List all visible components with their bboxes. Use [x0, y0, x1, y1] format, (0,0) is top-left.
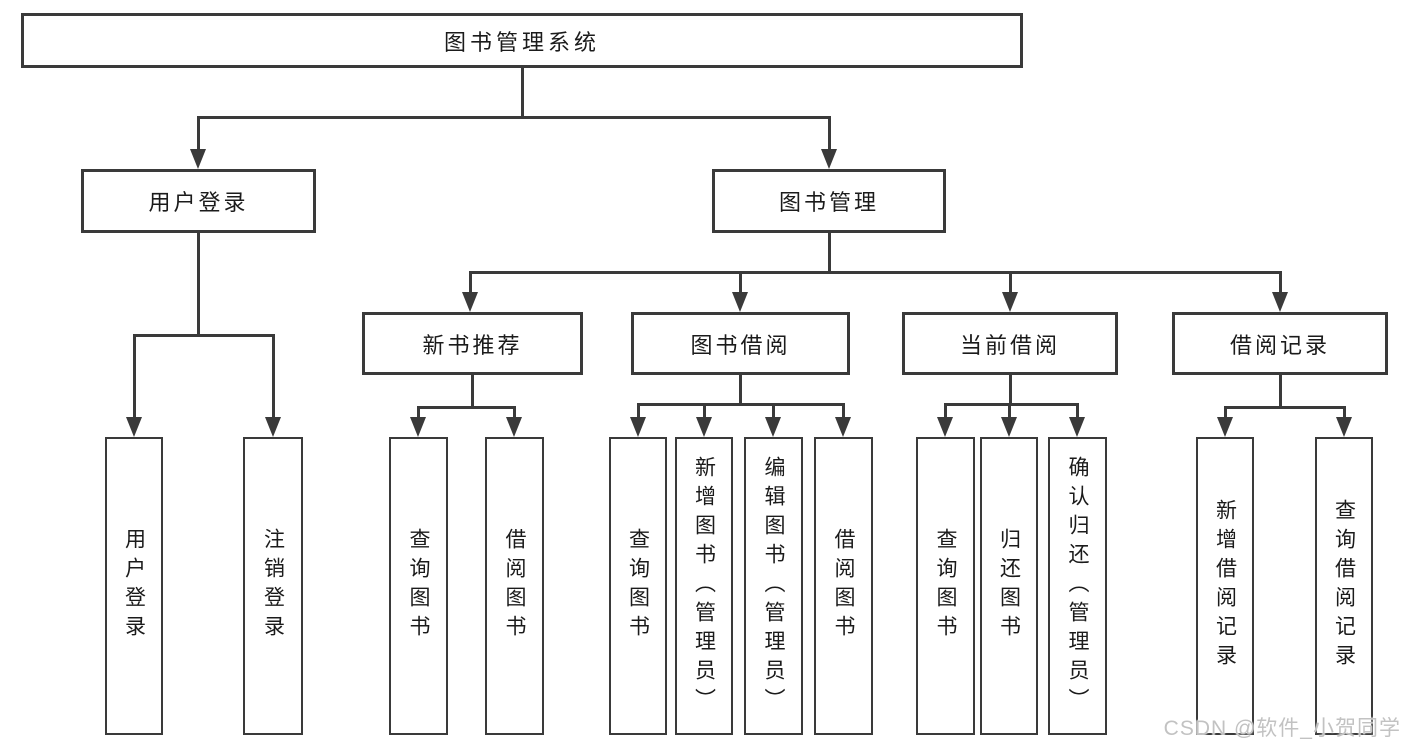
leaf-label: 借阅图书 [503, 528, 526, 644]
connector-new-books-trunk [470, 375, 474, 409]
node-book-borrowing: 图书借阅 [631, 312, 850, 375]
node-new-book-recommend: 新书推荐 [362, 312, 583, 375]
connector-stem-leaf [771, 404, 775, 418]
connector-stem-book-borrow [738, 272, 742, 293]
connector-book-mgmt-trunk [827, 233, 831, 274]
node-current-borrowing: 当前借阅 [902, 312, 1118, 375]
connector-current-borrow-split [943, 402, 1079, 406]
node-edit-book-admin: 编辑图书（管理员） [744, 437, 803, 735]
connector-book-borrow-trunk [738, 375, 742, 406]
arrow-down-icon [732, 292, 748, 312]
arrow-down-icon [696, 417, 712, 437]
leaf-label: 查询图书 [934, 528, 957, 644]
node-confirm-return-admin: 确认归还（管理员） [1048, 437, 1107, 735]
connector-current-borrow-trunk [1008, 375, 1012, 406]
connector-borrow-records-split [1223, 405, 1346, 409]
arrow-down-icon [506, 417, 522, 437]
node-query-borrow-record: 查询借阅记录 [1315, 437, 1373, 735]
arrow-down-icon [1217, 417, 1233, 437]
connector-new-books-split [416, 405, 516, 409]
arrow-down-icon [126, 417, 142, 437]
leaf-label: 新增借阅记录 [1213, 499, 1237, 673]
arrow-down-icon [410, 417, 426, 437]
node-book-management-branch: 图书管理 [712, 169, 946, 233]
connector-stem-book-mgmt [827, 117, 831, 150]
node-library-management-system: 图书管理系统 [21, 13, 1023, 68]
leaf-label: 编辑图书（管理员） [762, 455, 785, 717]
connector-stem-leaf [512, 407, 516, 418]
connector-stem-leaf [416, 407, 420, 418]
node-return-book: 归还图书 [980, 437, 1038, 735]
connector-stem-leaf [702, 404, 706, 418]
connector-stem-leaf [1342, 407, 1346, 418]
arrow-down-icon [765, 417, 781, 437]
node-logout-action: 注销登录 [243, 437, 303, 735]
node-add-book-admin: 新增图书（管理员） [675, 437, 733, 735]
leaf-label: 注销登录 [261, 528, 285, 644]
node-borrowing-records: 借阅记录 [1172, 312, 1388, 375]
leaf-label: 查询图书 [626, 528, 650, 644]
leaf-label: 查询图书 [407, 528, 430, 644]
connector-stem-borrow-records [1278, 272, 1282, 293]
node-query-books-recommend: 查询图书 [389, 437, 448, 735]
connector-stem-new-books [468, 272, 472, 293]
connector-stem-logout-leaf [271, 335, 275, 418]
arrow-down-icon [937, 417, 953, 437]
arrow-down-icon [630, 417, 646, 437]
arrow-down-icon [190, 149, 206, 169]
arrow-down-icon [1336, 417, 1352, 437]
node-query-books-borrowing: 查询图书 [609, 437, 667, 735]
arrow-down-icon [462, 292, 478, 312]
leaf-label: 借阅图书 [832, 528, 855, 644]
leaf-label: 新增图书（管理员） [692, 455, 716, 717]
connector-root-trunk [520, 68, 524, 117]
connector-stem-leaf [1007, 404, 1011, 418]
connector-root-split [196, 115, 831, 119]
node-query-books-current: 查询图书 [916, 437, 975, 735]
leaf-label: 归还图书 [997, 528, 1021, 644]
connector-user-login-split [132, 333, 275, 337]
arrow-down-icon [835, 417, 851, 437]
connector-book-mgmt-split [468, 270, 1282, 274]
arrow-down-icon [1001, 417, 1017, 437]
leaf-label: 用户登录 [122, 528, 146, 644]
connector-stem-leaf [943, 404, 947, 418]
node-add-borrow-record: 新增借阅记录 [1196, 437, 1254, 735]
connector-borrow-records-trunk [1278, 375, 1282, 409]
connector-user-login-trunk [196, 233, 200, 337]
arrow-down-icon [1002, 292, 1018, 312]
connector-stem-user-login [196, 117, 200, 150]
connector-book-borrow-split [636, 402, 845, 406]
arrow-down-icon [1069, 417, 1085, 437]
arrow-down-icon [1272, 292, 1288, 312]
arrow-down-icon [265, 417, 281, 437]
node-borrow-book-action: 借阅图书 [814, 437, 873, 735]
connector-stem-current-borrow [1008, 272, 1012, 293]
leaf-label: 确认归还（管理员） [1066, 455, 1089, 717]
node-borrow-books-recommend: 借阅图书 [485, 437, 544, 735]
connector-stem-leaf [1223, 407, 1227, 418]
connector-stem-leaf [841, 404, 845, 418]
leaf-label: 查询借阅记录 [1332, 499, 1356, 673]
node-user-login-branch: 用户登录 [81, 169, 316, 233]
connector-stem-leaf [636, 404, 640, 418]
connector-stem-login-leaf [132, 335, 136, 418]
node-user-login-action: 用户登录 [105, 437, 163, 735]
connector-stem-leaf [1075, 404, 1079, 418]
csdn-watermark: CSDN @软件_小贺同学 [1163, 717, 1401, 740]
arrow-down-icon [821, 149, 837, 169]
